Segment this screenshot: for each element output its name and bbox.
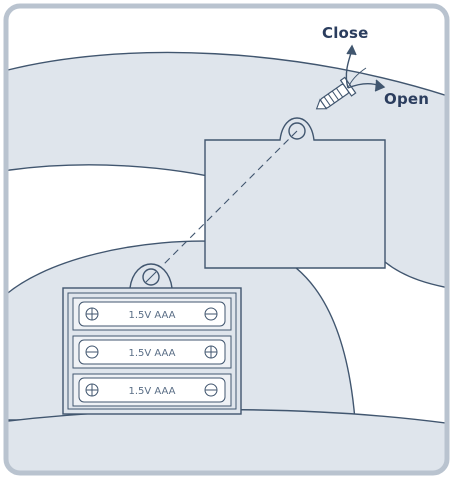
minus-terminal-icon [204,307,218,321]
open-label: Open [384,90,430,108]
close-label: Close [322,24,369,42]
battery-cover [204,117,386,269]
battery-2: 1.5V AAA [72,335,232,369]
battery-label: 1.5V AAA [128,348,175,359]
rotation-arrows-icon [345,44,386,92]
plus-terminal-icon [204,345,218,359]
plus-terminal-icon [85,383,99,397]
plus-terminal-icon [85,307,99,321]
diagram-frame [3,3,450,476]
device-base [6,408,447,473]
battery-label: 1.5V AAA [128,310,175,321]
minus-terminal-icon [85,345,99,359]
battery-1: 1.5V AAA [72,297,232,331]
battery-3: 1.5V AAA [72,373,232,407]
alignment-line [149,130,298,279]
battery-label: 1.5V AAA [128,386,175,397]
minus-terminal-icon [204,383,218,397]
